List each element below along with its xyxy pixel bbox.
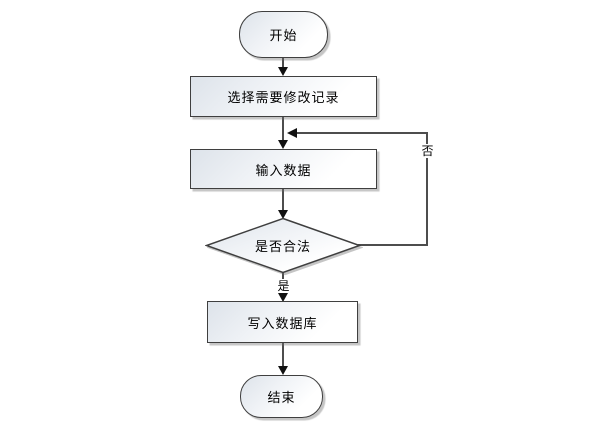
node-input-data-label: 输入数据 [255, 163, 312, 179]
arrowhead-into-write [278, 293, 288, 302]
node-end-terminator: 结束 [240, 375, 323, 418]
node-write-database-label: 写入数据库 [247, 316, 318, 332]
connector-no-loop-bottom-segment [358, 244, 428, 246]
decision-diamond-shape [205, 217, 361, 274]
edge-label-no: 否 [419, 144, 436, 158]
connector-start-to-select [282, 58, 284, 70]
node-select-record-process: 选择需要修改记录 [190, 76, 377, 117]
node-end-label: 结束 [267, 391, 296, 406]
arrowhead-into-decision [278, 210, 288, 219]
connector-input-to-decision [282, 189, 284, 213]
node-start-terminator: 开始 [239, 11, 328, 58]
connector-no-loop-top-segment [290, 132, 428, 134]
arrowhead-into-select [278, 67, 288, 76]
arrowhead-into-input [278, 140, 288, 149]
arrowhead-into-end [278, 366, 288, 375]
node-validity-decision-label: 是否合法 [254, 240, 311, 255]
arrowhead-no-loop-junction [287, 128, 297, 138]
node-write-database-process: 写入数据库 [207, 301, 358, 343]
node-start-label: 开始 [269, 29, 298, 44]
node-validity-decision: 是否合法 [205, 217, 361, 274]
node-select-record-label: 选择需要修改记录 [227, 91, 340, 106]
node-input-data-process: 输入数据 [190, 149, 377, 189]
connector-write-to-end [282, 343, 284, 369]
connector-select-to-input [282, 117, 284, 143]
edge-label-yes: 是 [275, 279, 292, 293]
connector-no-loop-vertical-segment [426, 132, 428, 246]
